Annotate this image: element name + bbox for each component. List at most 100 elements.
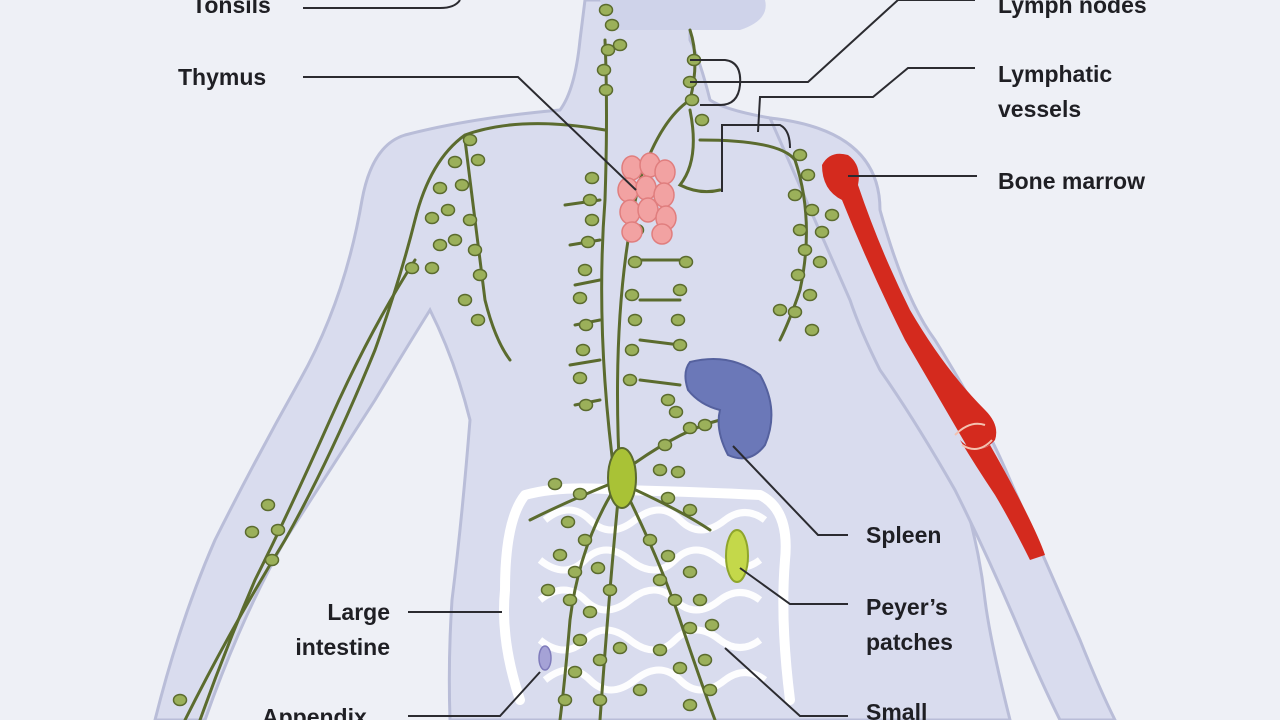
- lymph-node: [600, 43, 616, 57]
- lymph-node: [590, 561, 606, 575]
- label-spleen: Spleen: [866, 522, 942, 548]
- lymph-node: [702, 683, 718, 697]
- lymph-node: [470, 313, 486, 327]
- spleen-organ: [684, 358, 773, 460]
- lymph-node: [540, 583, 556, 597]
- lymph-node: [684, 93, 700, 107]
- leader-line-lymphatic-vessels: [757, 67, 975, 133]
- lymph-node: [432, 181, 448, 195]
- lymph-node: [432, 238, 448, 252]
- lymph-node: [440, 203, 456, 217]
- lymph-node: [627, 255, 643, 269]
- lymph-node: [652, 643, 668, 657]
- lymph-node: [462, 213, 478, 227]
- head-base: [600, 0, 766, 30]
- label-tonsils: Tonsils: [192, 0, 271, 18]
- lymph-node: [567, 665, 583, 679]
- lymph-node: [692, 593, 708, 607]
- lymph-node: [575, 343, 591, 357]
- lymph-node: [678, 255, 694, 269]
- lymph-node: [632, 683, 648, 697]
- label-bone-marrow: Bone marrow: [998, 168, 1145, 194]
- bracket-lymph-nodes: [690, 59, 742, 106]
- lymph-node: [694, 113, 710, 127]
- lymph-node: [670, 313, 686, 327]
- leader-line-peyers-patches: [739, 567, 848, 605]
- lymph-node: [577, 263, 593, 277]
- lymph-node: [682, 621, 698, 635]
- lymph-node: [467, 243, 483, 257]
- lymph-node: [660, 491, 676, 505]
- label-appendix: Appendix: [262, 704, 367, 720]
- thymus-organ: [617, 152, 677, 245]
- leader-lines: [303, 0, 977, 717]
- leader-line-appendix: [408, 671, 541, 717]
- lymph-node: [697, 418, 713, 432]
- lymph-node: [462, 133, 478, 147]
- lymph-node: [572, 291, 588, 305]
- lymph-node: [804, 203, 820, 217]
- lymph-node: [672, 661, 688, 675]
- lymph-node: [802, 288, 818, 302]
- lymph-node: [454, 178, 470, 192]
- lymph-node: [602, 583, 618, 597]
- leader-line-spleen: [732, 445, 848, 536]
- lymph-node: [642, 533, 658, 547]
- lymph-node: [472, 268, 488, 282]
- lymph-node: [657, 438, 673, 452]
- lymph-node: [800, 168, 816, 182]
- lymph-node: [560, 515, 576, 529]
- lymph-node: [652, 463, 668, 477]
- lymph-node: [598, 83, 614, 97]
- lymph-node: [697, 653, 713, 667]
- lymph-node: [824, 208, 840, 222]
- lymph-node: [624, 288, 640, 302]
- lymph-node: [552, 548, 568, 562]
- appendix-organ: [538, 645, 552, 671]
- label-small-intestine: Small: [866, 699, 928, 720]
- lymph-node: [787, 305, 803, 319]
- lymph-node: [804, 323, 820, 337]
- lymph-node: [652, 573, 668, 587]
- leader-line-tonsils: [303, 0, 461, 9]
- label-large-intestine: Large intestine: [295, 599, 390, 660]
- bracket-lymphatic-vessels: [721, 124, 791, 192]
- lymph-node: [404, 261, 420, 275]
- lymph-node: [790, 268, 806, 282]
- lymph-node: [424, 211, 440, 225]
- lymph-node: [612, 641, 628, 655]
- lymph-node: [244, 525, 260, 539]
- lymph-node: [582, 193, 598, 207]
- lymph-node: [572, 371, 588, 385]
- lymph-node: [260, 498, 276, 512]
- lymph-node: [557, 693, 573, 707]
- lymph-node: [814, 225, 830, 239]
- lymph-node: [622, 373, 638, 387]
- lymph-node: [612, 38, 628, 52]
- lymph-node: [660, 549, 676, 563]
- lymph-node: [567, 565, 583, 579]
- lymph-node: [592, 693, 608, 707]
- lymph-node: [682, 698, 698, 712]
- peyers-patches-organ: [725, 529, 749, 583]
- lymph-node: [604, 18, 620, 32]
- lymph-node: [457, 293, 473, 307]
- lymph-node: [787, 188, 803, 202]
- lymph-node: [584, 213, 600, 227]
- arm-silhouette-right: [767, 116, 1117, 720]
- lymph-node-group: [172, 3, 840, 712]
- lymph-node: [672, 338, 688, 352]
- lymph-node: [670, 465, 686, 479]
- lymph-node: [578, 318, 594, 332]
- bone-marrow-organ: [822, 153, 1045, 560]
- lymph-node: [572, 633, 588, 647]
- lymph-node: [772, 303, 788, 317]
- lymph-node: [424, 261, 440, 275]
- lymph-node: [447, 233, 463, 247]
- label-peyers-patches: Peyer’s patches: [866, 594, 953, 655]
- lymph-node: [672, 283, 688, 297]
- lymph-node: [572, 487, 588, 501]
- leader-line-small-intestine: [724, 647, 848, 717]
